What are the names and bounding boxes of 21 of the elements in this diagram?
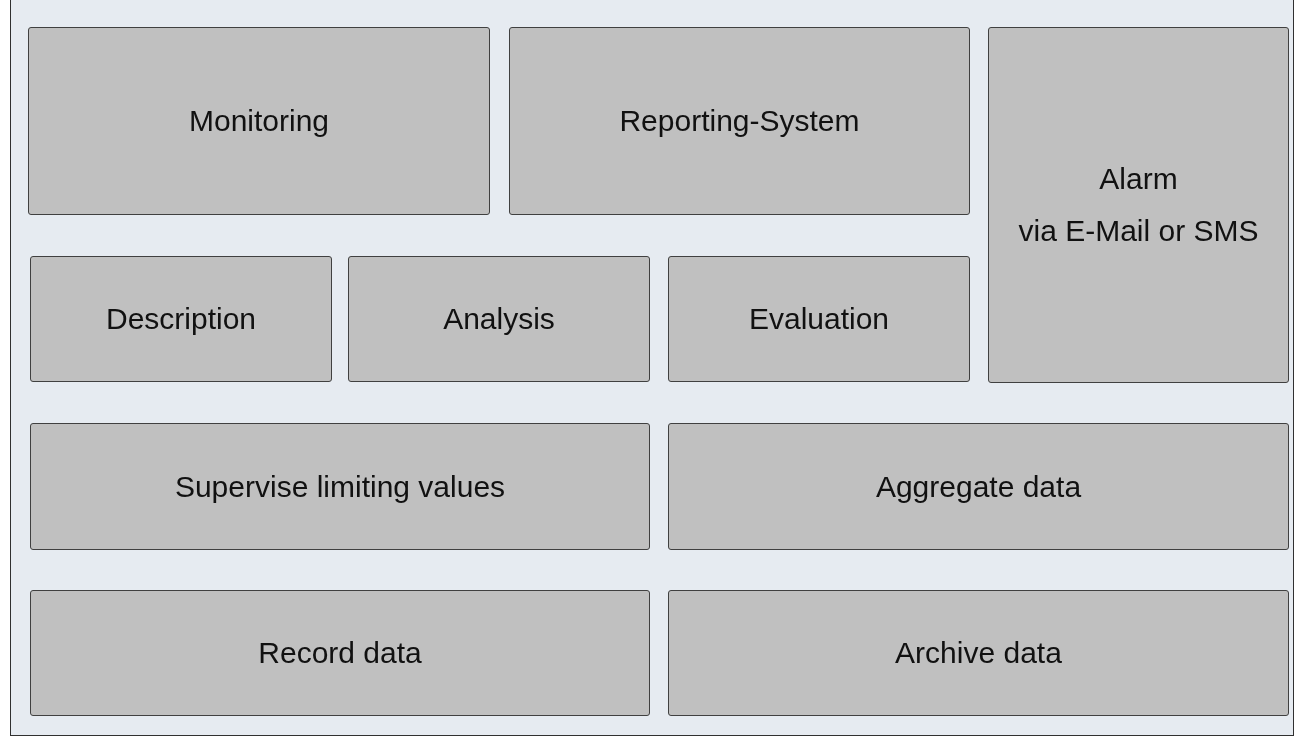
box-label: Analysis: [443, 301, 555, 337]
process-box: [668, 256, 970, 382]
process-box: [668, 423, 1289, 550]
box-label: Archive data: [895, 635, 1062, 671]
box-label: Description: [105, 301, 257, 337]
process-box: [509, 27, 970, 215]
box-subtext: via E-Mail or SMS: [1018, 213, 1259, 249]
box-label: Evaluation: [748, 301, 890, 337]
box-label: Supervise limiting values: [174, 468, 506, 505]
box-label: Monitoring: [188, 103, 330, 139]
box-label: Reporting-System: [619, 103, 860, 139]
process-box: [30, 590, 650, 716]
process-box: [30, 423, 650, 550]
process-box: [668, 590, 1289, 716]
process-box: [348, 256, 650, 382]
box-label: Record data: [258, 635, 422, 671]
process-box: [28, 27, 490, 215]
box-label: Aggregate data: [875, 468, 1082, 505]
box-label: Alarm: [1099, 161, 1178, 197]
process-box: [30, 256, 332, 382]
process-box: [988, 27, 1289, 383]
